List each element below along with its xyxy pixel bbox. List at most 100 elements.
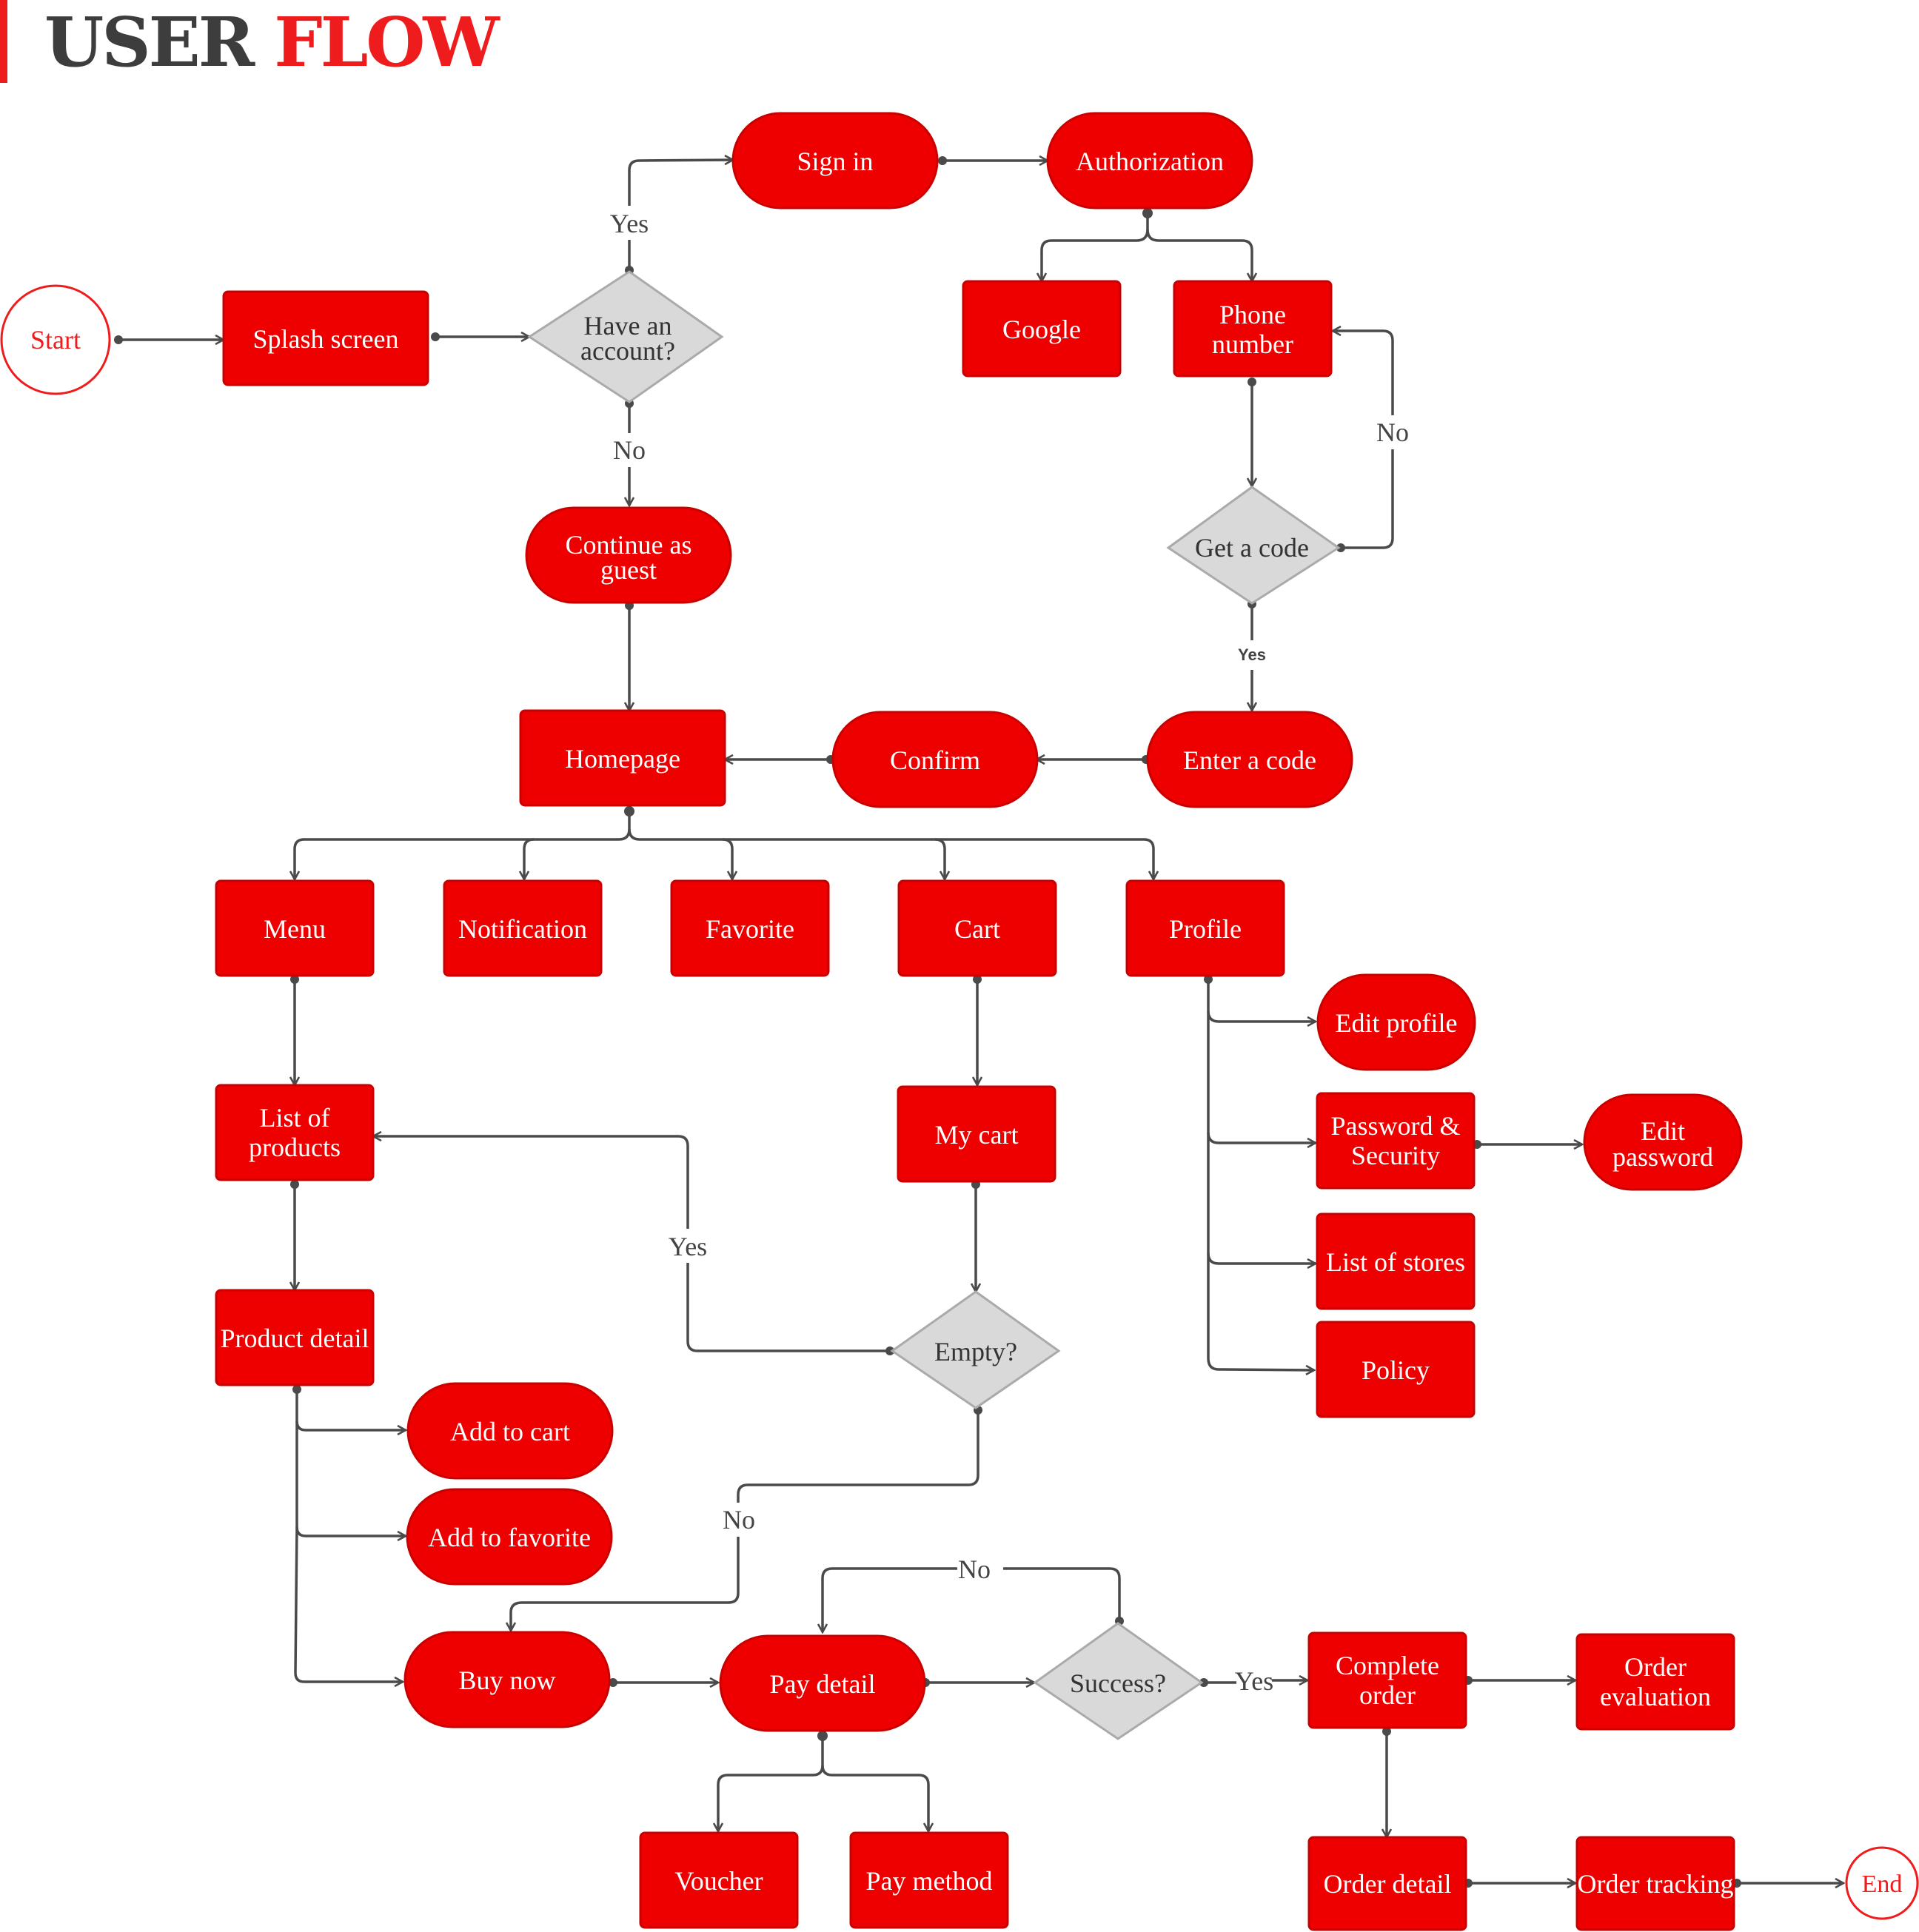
order-evaluation-label-1: Order <box>1624 1652 1687 1682</box>
add-to-favorite-label: Add to favorite <box>428 1523 591 1552</box>
continue-as-guest-label-2: guest <box>600 555 657 585</box>
edge-label-no-empty: No <box>723 1505 755 1534</box>
continue-as-guest-node[interactable]: Continue as guest <box>525 506 732 604</box>
homepage-node[interactable]: Homepage <box>519 709 726 807</box>
authorization-label: Authorization <box>1076 147 1224 176</box>
add-to-favorite-node[interactable]: Add to favorite <box>406 1488 613 1586</box>
order-evaluation-node[interactable]: Order evaluation <box>1575 1633 1735 1731</box>
edge-label-yes-account: Yes <box>610 209 649 238</box>
edge-homepage-cart <box>723 838 945 879</box>
edge-profile-stores <box>1207 1252 1316 1264</box>
cart-node[interactable]: Cart <box>897 879 1057 977</box>
title-part-2: FLOW <box>274 2 499 82</box>
title-part-1: USER <box>44 2 255 82</box>
get-a-code-decision[interactable]: Get a code <box>1166 486 1341 605</box>
policy-node[interactable]: Policy <box>1316 1321 1476 1418</box>
voucher-node[interactable]: Voucher <box>639 1831 799 1929</box>
product-detail-node[interactable]: Product detail <box>215 1289 375 1386</box>
order-detail-node[interactable]: Order detail <box>1307 1836 1467 1931</box>
list-of-stores-node[interactable]: List of stores <box>1316 1212 1476 1310</box>
edge-label-yes-code: Yes <box>1238 645 1266 664</box>
nodes: Start End Splash screen Google Phone num… <box>0 112 1919 1931</box>
pay-method-label: Pay method <box>866 1866 993 1896</box>
edge-success-complete-yes <box>1204 1680 1307 1683</box>
connector-dots <box>114 156 1741 1888</box>
favorite-label: Favorite <box>706 914 794 944</box>
edge-profile-bus <box>1207 979 1314 1370</box>
pay-detail-node[interactable]: Pay detail <box>719 1634 926 1732</box>
edit-password-label-1: Edit <box>1641 1116 1685 1146</box>
edge-profile-editprofile <box>1207 1010 1316 1022</box>
end-node[interactable]: End <box>1845 1846 1919 1920</box>
sign-in-node[interactable]: Sign in <box>731 112 939 209</box>
order-tracking-node[interactable]: Order tracking <box>1575 1836 1735 1931</box>
edge-homepage-bus <box>295 811 631 879</box>
empty-label: Empty? <box>934 1337 1017 1366</box>
cart-label: Cart <box>954 914 1000 944</box>
notification-label: Notification <box>458 914 587 944</box>
profile-label: Profile <box>1169 914 1242 944</box>
continue-as-guest-label-1: Continue as <box>566 530 692 560</box>
edit-profile-node[interactable]: Edit profile <box>1316 973 1476 1071</box>
edge-label-no-success: No <box>958 1554 991 1584</box>
edge-label-yes-success: Yes <box>1235 1666 1273 1696</box>
voucher-label: Voucher <box>674 1866 763 1896</box>
edge-empty-listproducts-yes <box>373 1136 890 1352</box>
edge-paydetail-voucher <box>718 1736 824 1831</box>
list-of-products-node[interactable]: List of products <box>215 1084 375 1181</box>
my-cart-node[interactable]: My cart <box>897 1085 1056 1183</box>
page-title: USER FLOW <box>44 1 500 83</box>
homepage-label: Homepage <box>565 744 680 774</box>
get-a-code-label: Get a code <box>1195 533 1309 563</box>
start-node[interactable]: Start <box>0 284 111 395</box>
google-node[interactable]: Google <box>962 280 1122 378</box>
edge-label-no-code: No <box>1376 417 1409 447</box>
product-detail-label: Product detail <box>221 1324 369 1353</box>
order-tracking-label: Order tracking <box>1578 1869 1734 1899</box>
phone-number-node[interactable]: Phone number <box>1173 280 1333 378</box>
empty-decision[interactable]: Empty? <box>890 1290 1061 1409</box>
edge-homepage-notification <box>524 838 535 879</box>
have-an-account-label-1: Have an <box>584 311 672 341</box>
have-an-account-decision[interactable]: Have an account? <box>527 270 724 403</box>
edge-label-no-account: No <box>613 435 646 465</box>
phone-number-label-1: Phone <box>1219 300 1286 329</box>
success-decision[interactable]: Success? <box>1033 1622 1204 1740</box>
password-security-node[interactable]: Password & Security <box>1316 1092 1476 1190</box>
have-an-account-label-2: account? <box>580 336 675 366</box>
pay-method-node[interactable]: Pay method <box>849 1831 1009 1929</box>
edge-authorization-google <box>1042 213 1149 281</box>
confirm-node[interactable]: Confirm <box>831 711 1039 808</box>
enter-a-code-label: Enter a code <box>1183 745 1316 775</box>
profile-node[interactable]: Profile <box>1125 879 1285 977</box>
success-label: Success? <box>1070 1668 1166 1698</box>
favorite-node[interactable]: Favorite <box>670 879 830 977</box>
order-detail-label: Order detail <box>1324 1869 1452 1899</box>
menu-label: Menu <box>264 914 326 944</box>
edge-productdetail-addcart <box>295 1389 406 1430</box>
splash-screen-node[interactable]: Splash screen <box>222 290 429 386</box>
notification-node[interactable]: Notification <box>443 879 603 977</box>
splash-screen-label: Splash screen <box>253 324 399 354</box>
edge-labels: Yes No No Yes Yes No No Yes <box>607 206 1414 1696</box>
edit-password-node[interactable]: Edit password <box>1583 1093 1743 1191</box>
edge-homepage-favorite <box>628 828 732 879</box>
password-security-label-2: Security <box>1351 1141 1440 1170</box>
edge-homepage-profile <box>935 838 1153 879</box>
edge-empty-buynow-no <box>511 1410 979 1631</box>
google-label: Google <box>1002 315 1081 344</box>
edge-decision-signin <box>628 160 733 270</box>
menu-node[interactable]: Menu <box>215 879 375 977</box>
edges <box>118 160 1843 1883</box>
enter-a-code-node[interactable]: Enter a code <box>1146 711 1353 808</box>
edge-authorization-phone <box>1146 229 1252 281</box>
complete-order-node[interactable]: Complete order <box>1307 1631 1467 1729</box>
edit-profile-label: Edit profile <box>1336 1008 1458 1038</box>
add-to-cart-node[interactable]: Add to cart <box>406 1382 614 1480</box>
list-of-stores-label: List of stores <box>1326 1247 1465 1277</box>
my-cart-label: My cart <box>935 1120 1019 1150</box>
order-evaluation-label-2: evaluation <box>1600 1682 1711 1711</box>
buy-now-node[interactable]: Buy now <box>403 1631 611 1728</box>
sign-in-label: Sign in <box>797 147 873 176</box>
authorization-node[interactable]: Authorization <box>1046 112 1253 209</box>
